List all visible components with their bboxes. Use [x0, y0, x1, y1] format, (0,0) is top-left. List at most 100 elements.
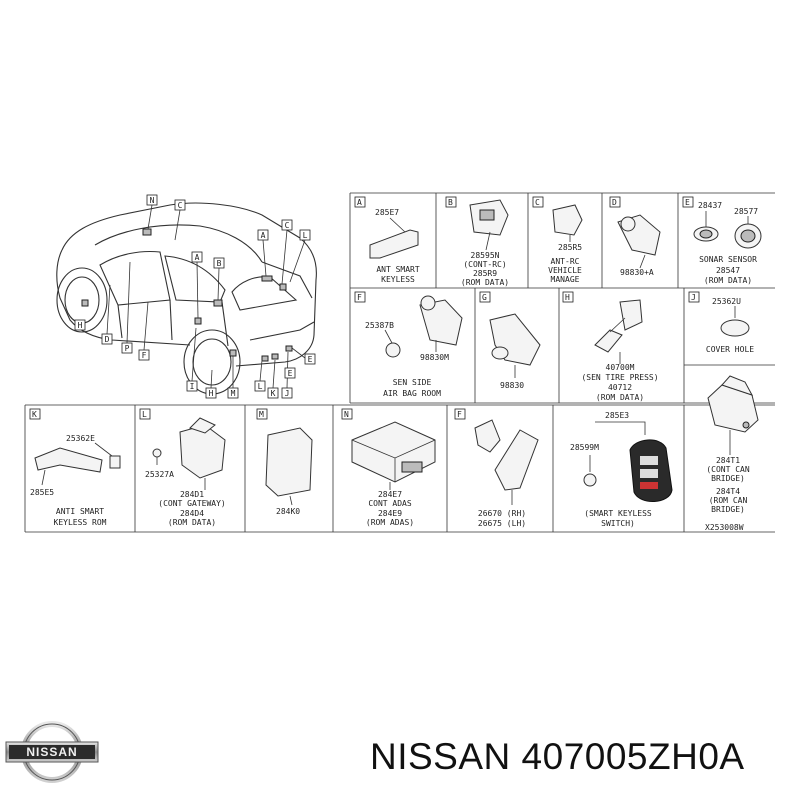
callout-i: I — [186, 327, 198, 392]
callout-p: P — [121, 261, 133, 354]
svg-text:P: P — [125, 344, 130, 353]
ant-rc-part — [552, 204, 583, 236]
cell-h-line-2: (SEN TIRE PRESS) — [581, 373, 658, 382]
cell-can-bridge-line-1: 284T1 — [716, 456, 740, 465]
cell-m-part: 284K0 — [276, 507, 300, 516]
cell-l-line-2: (CONT GATEWAY) — [158, 499, 225, 508]
svg-text:D: D — [105, 335, 110, 344]
cell-a-desc-2: KEYLESS — [381, 275, 415, 284]
drawing-code: X253008W — [705, 523, 744, 532]
callout-m: M — [227, 356, 239, 399]
screw-part — [152, 448, 162, 458]
cell-j-part: 25362U — [712, 297, 741, 306]
cell-f-bottom-line-2: 26675 (LH) — [478, 519, 526, 528]
callout-d: D — [101, 284, 113, 345]
cell-c-desc-1: ANT-RC — [551, 257, 580, 266]
cell-l-letter: L — [142, 410, 147, 419]
cell-j: J 25362U COVER HOLE — [688, 291, 754, 354]
cell-e-line-2: (ROM DATA) — [704, 276, 752, 285]
cell-f: F 98830M 25387B SEN SIDE AIR BAG ROOM — [354, 291, 463, 398]
cell-l-line-4: (ROM DATA) — [168, 518, 216, 527]
cell-can-bridge-line-3: BRIDGE) — [711, 474, 745, 483]
ant-smart-keyless-part — [369, 229, 419, 259]
grid-lines — [24, 192, 775, 533]
cover-hole-part — [720, 319, 750, 337]
cell-smart-key-desc-2: SWITCH) — [601, 519, 635, 528]
svg-text:C: C — [285, 221, 290, 230]
cell-can-bridge-line-6: BRIDGE) — [711, 505, 745, 514]
cell-n-letter: N — [344, 410, 349, 419]
vehicle-illustration — [56, 202, 317, 395]
cell-b-line-1: 28595N — [471, 251, 500, 260]
svg-text:H: H — [209, 389, 214, 398]
svg-text:C: C — [178, 201, 183, 210]
cell-m-letter: M — [259, 410, 264, 419]
cell-f-desc-2: AIR BAG ROOM — [383, 389, 441, 398]
part-number-caption: NISSAN 407005ZH0A — [370, 736, 745, 777]
callout-h: H — [74, 319, 86, 331]
cell-c-desc-2: VEHICLE — [548, 266, 582, 275]
bracket-part — [474, 419, 501, 453]
cell-smart-key-part-2: 28599M — [570, 443, 599, 452]
cell-n-line-2: CONT ADAS — [368, 499, 412, 508]
cell-k-desc-1: ANTI SMART — [56, 507, 104, 516]
callout-c: C — [174, 199, 186, 241]
cell-k-part-2: 285E5 — [30, 488, 54, 497]
cell-a-desc-1: ANT SMART — [376, 265, 420, 274]
logo-text: NISSAN — [26, 745, 77, 759]
svg-text:L: L — [303, 231, 308, 240]
cell-l-part-1: 25327A — [145, 470, 174, 479]
cell-h-line-1: 40700M — [606, 363, 635, 372]
callout-n: N — [146, 194, 158, 230]
callout-a: A — [257, 229, 269, 277]
cell-j-desc: COVER HOLE — [706, 345, 754, 354]
tire-pressure-sensor-part — [619, 299, 643, 331]
cell-can-bridge-line-4: 284T4 — [716, 487, 740, 496]
antenna-rom-part — [34, 447, 103, 473]
nissan-logo: NISSAN — [4, 720, 100, 784]
sen-side-airbag-part — [419, 299, 463, 346]
battery-part — [583, 473, 597, 487]
cell-d: D 98830+A — [609, 196, 661, 277]
cell-a-part: 285E7 — [375, 208, 399, 217]
svg-text:F: F — [142, 351, 147, 360]
svg-text:K: K — [271, 389, 276, 398]
svg-text:N: N — [150, 196, 155, 205]
cell-can-bridge-line-5: (ROM CAN — [709, 496, 748, 505]
cell-g: G 98830 — [479, 291, 541, 390]
cell-b-line-2: (CONT-RC) — [463, 260, 506, 269]
cell-f-part-1: 25387B — [365, 321, 394, 330]
cell-l: L 25327A 284D1 (CONT GATEWAY) 284D4 (ROM… — [139, 408, 226, 527]
callout-l: L — [289, 229, 311, 283]
cell-l-line-1: 284D1 — [180, 490, 204, 499]
cell-h-letter: H — [565, 293, 570, 302]
svg-text:M: M — [231, 389, 236, 398]
cell-a-letter: A — [357, 198, 362, 207]
cell-e-desc: SONAR SENSOR — [699, 255, 757, 264]
cell-c-letter: C — [535, 198, 540, 207]
cell-k-part-1: 25362E — [66, 434, 95, 443]
cell-c: C 285R5 ANT-RC VEHICLE MANAGE — [532, 196, 583, 284]
svg-text:A: A — [261, 231, 266, 240]
svg-text:E: E — [288, 369, 293, 378]
cell-d-part: 98830+A — [620, 268, 654, 277]
cell-c-part: 285R5 — [558, 243, 582, 252]
svg-text:L: L — [258, 382, 263, 391]
cell-e-letter: E — [685, 198, 690, 207]
cell-smart-key-part-1: 285E3 — [605, 411, 629, 420]
callout-e-2: E — [284, 367, 296, 379]
svg-text:J: J — [285, 389, 290, 398]
callout-l-2: L — [254, 359, 266, 392]
cell-b: B 28595N (CONT-RC) 285R9 (ROM DATA) — [445, 196, 509, 287]
adas-module-part — [351, 421, 436, 483]
cell-h-line-3: 40712 — [608, 383, 632, 392]
cell-g-part: 98830 — [500, 381, 524, 390]
callout-a-2: A — [191, 251, 203, 319]
svg-text:A: A — [195, 253, 200, 262]
cell-g-letter: G — [482, 293, 487, 302]
cell-c-desc-3: MANAGE — [551, 275, 580, 284]
cell-smart-key-desc-1: (SMART KEYLESS — [584, 509, 652, 518]
callout-b: B — [213, 257, 225, 301]
cell-a: A 285E7 ANT SMART KEYLESS — [354, 196, 420, 284]
cell-f-desc-1: SEN SIDE — [393, 378, 432, 387]
